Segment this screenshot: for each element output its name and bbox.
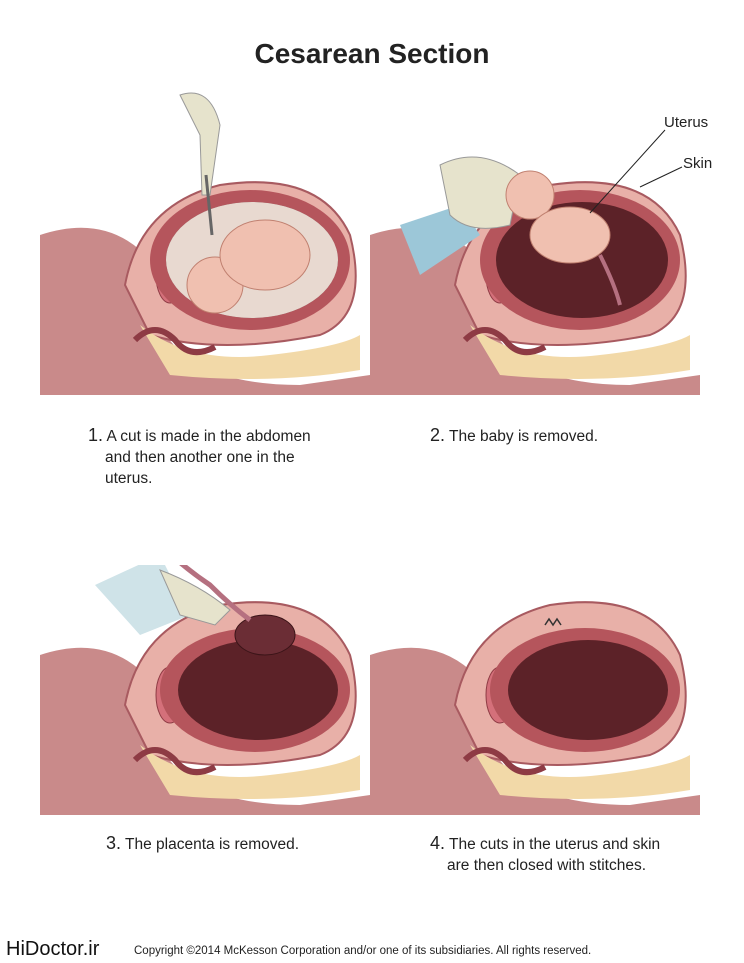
caption-step-2: 2. The baby is removed. (430, 425, 599, 445)
fetus-body (219, 219, 311, 291)
uterus-label: Uterus (664, 114, 709, 131)
illustration-step-4 (370, 601, 700, 815)
caption-step-3: 3. The placenta is removed. (106, 833, 300, 853)
body-silhouette (370, 647, 700, 815)
uterine-cavity (178, 640, 338, 740)
baby-body (529, 206, 611, 264)
pelvic-bone (140, 325, 360, 379)
uterine-cavity (508, 640, 668, 740)
illustration-step-1 (40, 92, 370, 395)
placenta (234, 614, 296, 656)
stitches (544, 617, 562, 627)
pelvic-bone (140, 745, 360, 799)
caption-step-1: 1. A cut is made in the abdomen and then… (88, 425, 311, 487)
gloved-hand (159, 569, 231, 626)
copyright-text: Copyright ©2014 McKesson Corporation and… (134, 945, 592, 957)
label-leader-lines (589, 129, 683, 214)
intestine (462, 327, 547, 356)
intestine (132, 327, 217, 356)
page-title: Cesarean Section (254, 38, 490, 69)
watermark-logo: HiDoctor.ir (6, 938, 100, 960)
pelvic-bone (470, 325, 690, 379)
pelvic-bone (470, 745, 690, 799)
umbilical-cord (179, 565, 252, 622)
body-silhouette (40, 647, 370, 815)
illustration-step-2 (370, 156, 700, 395)
caption-step-4: 4. The cuts in the uterus and skin are t… (430, 833, 661, 874)
gloved-hand (179, 92, 221, 196)
illustration-step-3 (40, 565, 370, 815)
scalpel (204, 174, 214, 236)
intestine (132, 747, 217, 776)
baby-head (505, 170, 555, 220)
body-silhouette (370, 227, 700, 395)
skin-label: Skin (683, 155, 713, 172)
umbilical-cord (598, 254, 622, 306)
body-silhouette (40, 227, 370, 395)
intestine (462, 747, 547, 776)
